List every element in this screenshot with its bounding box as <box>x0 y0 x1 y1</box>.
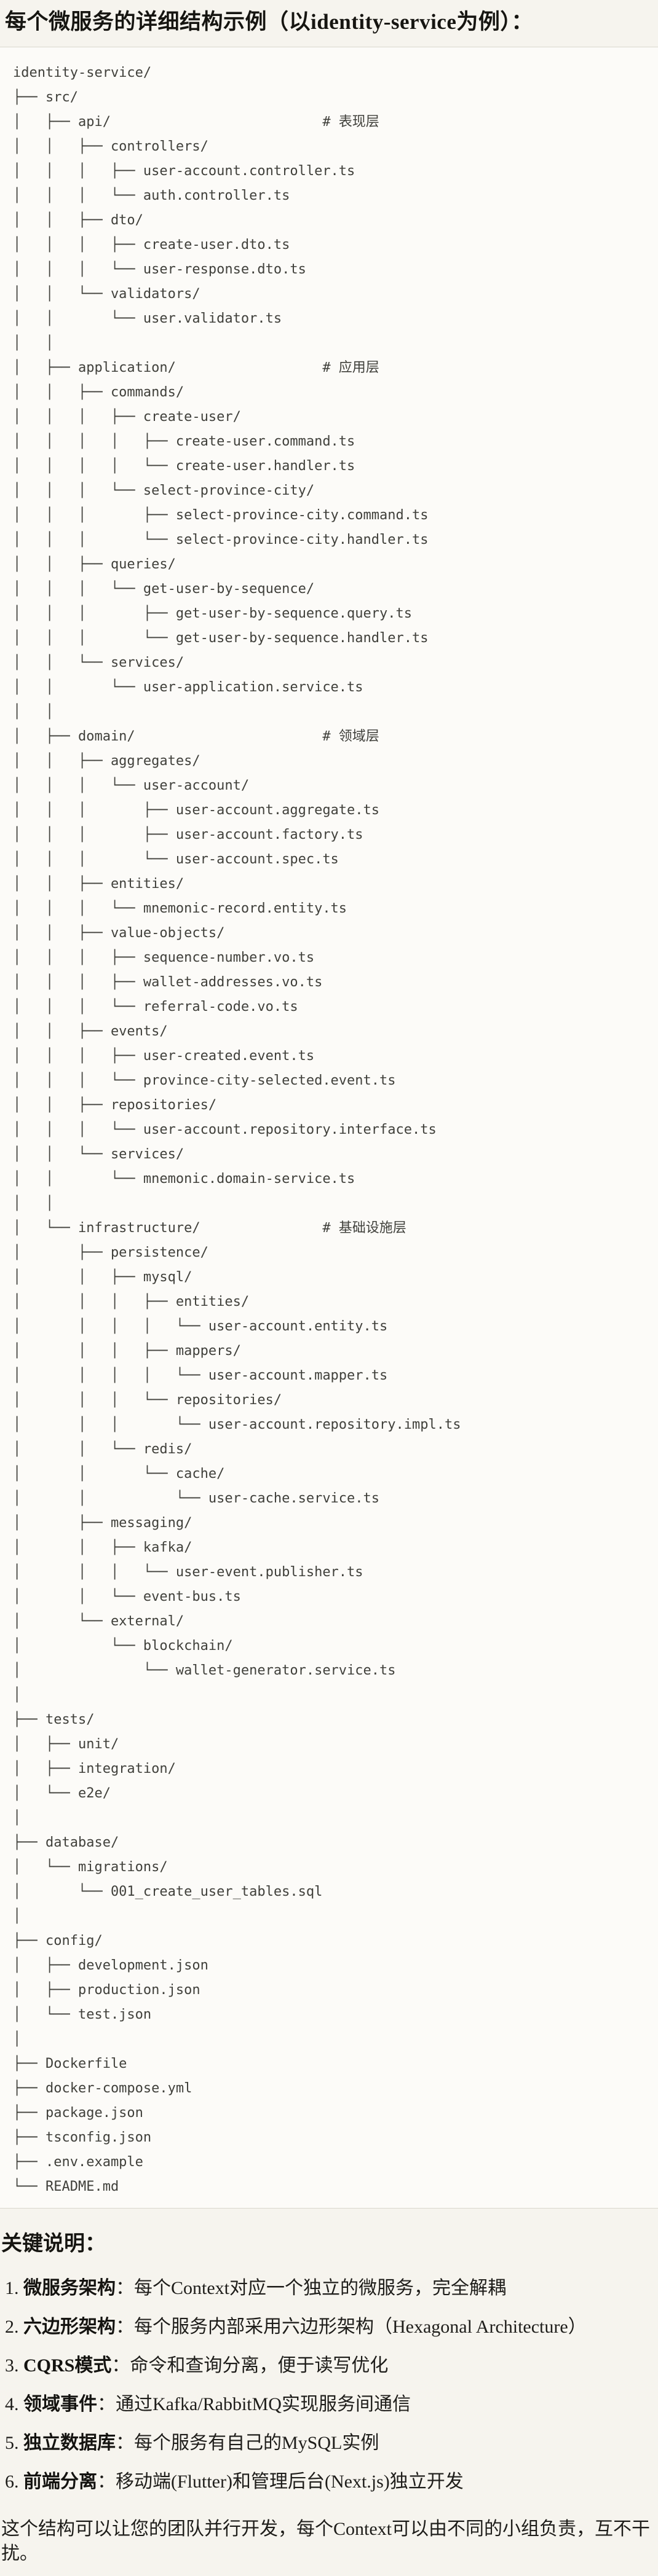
directory-tree-code-block: identity-service/ ├── src/ │ ├── api/ # … <box>0 47 658 2209</box>
closing-paragraph: 这个结构可以让您的团队并行开发，每个Context可以由不同的小组负责，互不干扰… <box>1 2519 650 2564</box>
note-text: ：命令和查询分离，便于读写优化 <box>111 2355 389 2376</box>
note-item: 4. 领域事件：通过Kafka/RabbitMQ实现服务间通信 <box>5 2392 658 2417</box>
note-text: ：每个服务内部采用六边形架构（Hexagonal Architecture） <box>116 2317 587 2337</box>
note-number: 4. <box>5 2394 19 2414</box>
note-number: 6. <box>5 2472 19 2492</box>
note-label: 六边形架构 <box>23 2317 116 2337</box>
note-item: 3. CQRS模式：命令和查询分离，便于读写优化 <box>5 2354 658 2378</box>
note-number: 2. <box>5 2317 19 2337</box>
note-label: CQRS模式 <box>23 2355 112 2376</box>
note-number: 1. <box>5 2278 19 2298</box>
note-number: 3. <box>5 2355 19 2376</box>
notes-list: 1. 微服务架构：每个Context对应一个独立的微服务，完全解耦 2. 六边形架… <box>0 2258 658 2494</box>
note-item: 5. 独立数据库：每个服务有自己的MySQL实例 <box>5 2431 658 2456</box>
note-number: 5. <box>5 2433 19 2453</box>
note-label: 领域事件 <box>23 2394 97 2414</box>
note-label: 微服务架构 <box>23 2278 116 2298</box>
note-label: 前端分离 <box>23 2472 97 2492</box>
note-text: ：每个Context对应一个独立的微服务，完全解耦 <box>116 2278 506 2298</box>
note-text: ：移动端(Flutter)和管理后台(Next.js)独立开发 <box>97 2472 464 2492</box>
notes-heading: 关键说明： <box>1 2232 106 2255</box>
page-title: 每个微服务的详细结构示例（以identity-service为例）： <box>5 10 533 34</box>
note-item: 1. 微服务架构：每个Context对应一个独立的微服务，完全解耦 <box>5 2276 658 2301</box>
note-text: ：通过Kafka/RabbitMQ实现服务间通信 <box>97 2394 411 2414</box>
note-item: 6. 前端分离：移动端(Flutter)和管理后台(Next.js)独立开发 <box>5 2470 658 2494</box>
note-text: ：每个服务有自己的MySQL实例 <box>116 2433 379 2453</box>
note-item: 2. 六边形架构：每个服务内部采用六边形架构（Hexagonal Archite… <box>5 2315 658 2339</box>
note-label: 独立数据库 <box>23 2433 116 2453</box>
